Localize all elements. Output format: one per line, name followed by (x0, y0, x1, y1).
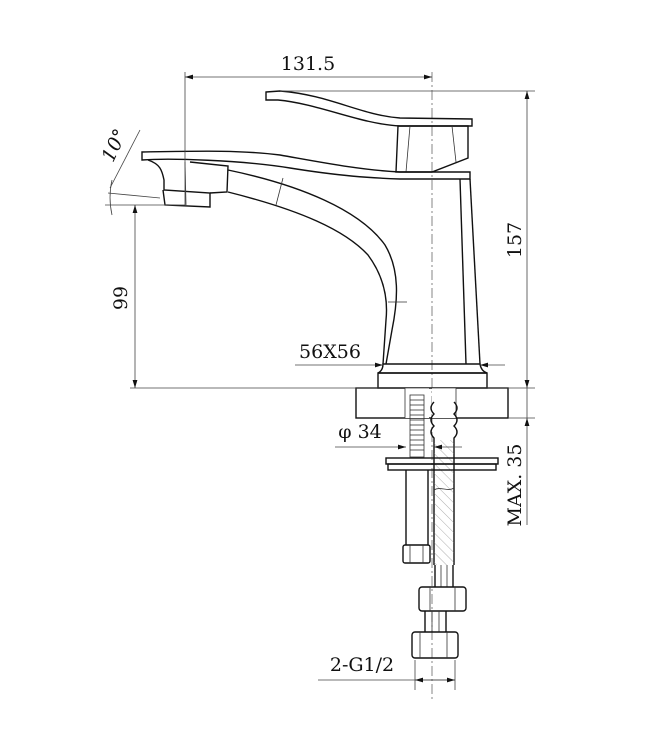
spout-body (141, 150, 488, 389)
reach-label: 131.5 (281, 53, 335, 75)
hole-diameter-label: φ 34 (338, 421, 382, 443)
dimension-lines (105, 72, 535, 690)
connection-label: 2-G1/2 (330, 654, 394, 676)
base-size-label: 56X56 (299, 341, 361, 363)
spout-angle-label: 10° (97, 126, 131, 166)
spout-height-label: 99 (110, 286, 132, 310)
fittings (385, 394, 499, 659)
deck-plate (355, 387, 509, 419)
height-label: 157 (504, 222, 526, 258)
max-thickness-label: MAX. 35 (504, 444, 526, 527)
handle (265, 90, 473, 173)
